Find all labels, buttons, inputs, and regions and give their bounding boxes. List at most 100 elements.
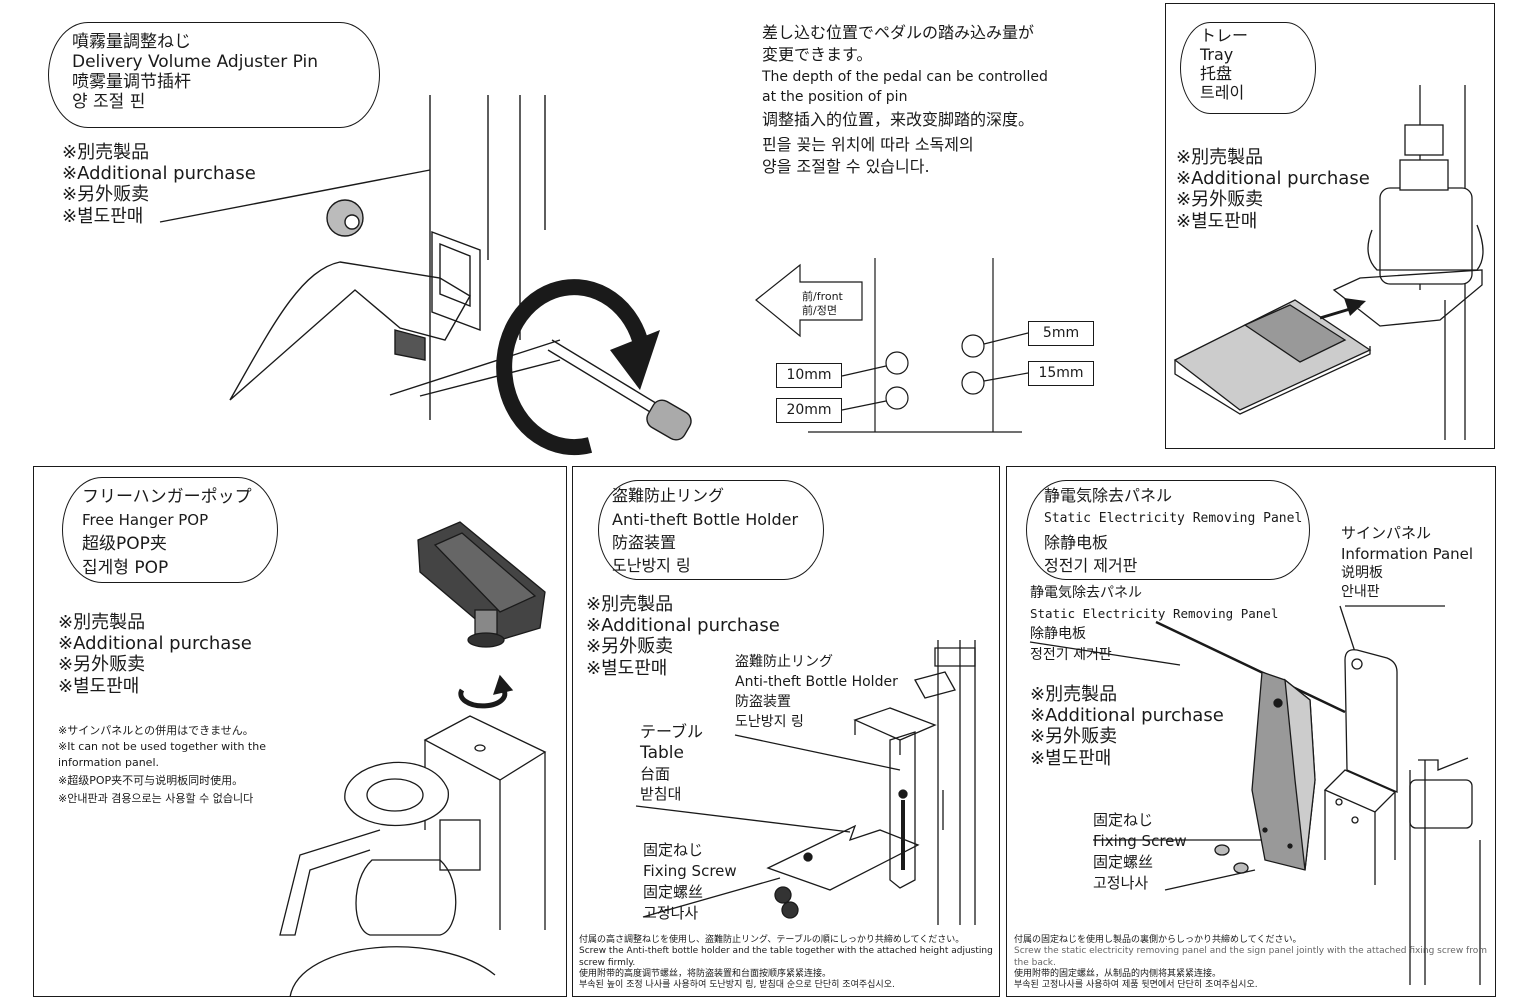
depth-desc-ja-2: 変更できます。 xyxy=(762,45,873,64)
holder-label-en: Anti-theft Bottle Holder xyxy=(735,674,898,690)
depth-desc-ko-2: 양을 조절할 수 있습니다. xyxy=(762,157,930,176)
hanger-illustration xyxy=(279,521,547,998)
sign-label-ko: 안내판 xyxy=(1341,584,1380,600)
front-label-2: 前/정면 xyxy=(802,304,837,317)
front-label-1: 前/front xyxy=(802,290,843,303)
depth-diagram xyxy=(755,258,1029,433)
antitheft-footer-ja: 付属の高さ調整ねじを使用し、盗難防止リング、テーブルの順にしっかり共締めしてくだ… xyxy=(579,935,965,945)
static-title: 静電気除去パネル Static Electricity Removing Pan… xyxy=(1044,484,1302,577)
depth-desc-ja-1: 差し込む位置でペダルの踏み込み量が xyxy=(762,23,1035,42)
screw-label-ko: 고정나사 xyxy=(1093,874,1149,892)
tray-title-zh: 托盘 xyxy=(1200,63,1233,83)
tray-purchase-note: ※別売製品 ※Additional purchase ※另外贩卖 ※별도판매 xyxy=(1176,147,1370,232)
panel-label-en: Static Electricity Removing Panel xyxy=(1030,606,1279,621)
antitheft-footer-ko: 부속된 높이 조정 나사를 사용하여 도난방지 링, 받침대 순으로 단단히 조… xyxy=(579,980,895,990)
purchase-line-ja: ※別売製品 xyxy=(62,142,150,163)
holder-label-zh: 防盗装置 xyxy=(735,694,791,710)
antitheft-footer-zh: 使用附带的高度调节螺丝，将防盗装置和台面按顺序紧紧连接。 xyxy=(579,968,832,979)
screw-label-ja: 固定ねじ xyxy=(1093,811,1154,829)
pedal-title-ko: 양 조절 핀 xyxy=(72,92,146,113)
hanger-title-en: Free Hanger POP xyxy=(82,511,209,529)
antitheft-footer: 付属の高さ調整ねじを使用し、盗難防止リング、テーブルの順にしっかり共締めしてくだ… xyxy=(579,935,997,991)
antitheft-illustration xyxy=(635,640,976,925)
purchase-line-zh: ※另外贩卖 xyxy=(58,654,146,676)
hanger-note-en-1: ※It can not be used together with the xyxy=(58,740,266,753)
tray-illustration xyxy=(1173,85,1484,440)
purchase-line-ko: ※별도판매 xyxy=(586,657,668,679)
static-title-ja: 静電気除去パネル xyxy=(1044,486,1173,505)
static-title-en: Static Electricity Removing Panel xyxy=(1044,511,1303,526)
static-screw-label: 固定ねじ Fixing Screw 固定螺丝 고정나사 xyxy=(1093,810,1187,894)
purchase-line-ko: ※별도판매 xyxy=(1176,210,1258,232)
static-footer-ko: 부속된 고정나사를 사용하여 제품 뒷면에서 단단히 조여주십시오. xyxy=(1014,980,1258,990)
hanger-purchase-note: ※別売製品 ※Additional purchase ※另外贩卖 ※별도판매 xyxy=(58,612,252,697)
purchase-line-en: ※Additional purchase xyxy=(586,615,780,637)
screw-label-zh: 固定螺丝 xyxy=(1093,853,1154,871)
pedal-illustration xyxy=(159,95,692,456)
depth-desc-en-1: The depth of the pedal can be controlled xyxy=(762,69,1048,85)
sign-label-ja: サインパネル xyxy=(1341,524,1432,542)
antitheft-title-frame xyxy=(598,480,824,580)
tray-title-en: Tray xyxy=(1200,44,1234,64)
hanger-note-zh: ※超级POP夹不可与说明板同时使用。 xyxy=(58,774,244,787)
sign-label-zh: 说明板 xyxy=(1341,565,1383,581)
static-illustration xyxy=(1029,605,1481,985)
purchase-line-zh: ※另外贩卖 xyxy=(1030,726,1118,748)
pedal-title-en: Delivery Volume Adjuster Pin xyxy=(72,52,318,73)
screw-label-zh: 固定螺丝 xyxy=(643,883,704,901)
antitheft-title-en: Anti-theft Bottle Holder xyxy=(612,510,799,529)
tray-title-frame xyxy=(1180,22,1316,114)
antitheft-screw-label: 固定ねじ Fixing Screw 固定螺丝 고정나사 xyxy=(643,840,737,924)
pedal-title-zh: 喷雾量调节插杆 xyxy=(72,72,191,93)
purchase-line-ko: ※별도판매 xyxy=(62,205,144,227)
purchase-line-ja: ※別売製品 xyxy=(1030,684,1118,705)
pedal-title-ja: 噴霧量調整ねじ xyxy=(72,32,191,52)
purchase-line-ko: ※별도판매 xyxy=(1030,747,1112,769)
antitheft-title-ko: 도난방지 링 xyxy=(612,556,691,575)
tray-title: トレー Tray 托盘 트레이 xyxy=(1200,26,1249,103)
purchase-line-en: ※Additional purchase xyxy=(58,633,252,655)
table-label-zh: 台面 xyxy=(640,765,671,783)
antitheft-footer-en: Screw the Anti-theft bottle holder and t… xyxy=(579,946,993,968)
purchase-line-ja: ※別売製品 xyxy=(586,594,674,615)
antitheft-title: 盗難防止リング Anti-theft Bottle Holder 防盗装置 도난… xyxy=(612,484,798,577)
purchase-line-zh: ※另外贩卖 xyxy=(62,184,150,206)
table-label: テーブル Table 台面 받침대 xyxy=(640,722,703,804)
table-label-en: Table xyxy=(640,743,684,763)
purchase-line-ja: ※別売製品 xyxy=(58,612,146,633)
sign-panel-label: サインパネル Information Panel 说明板 안내판 xyxy=(1341,522,1473,602)
pedal-title-frame xyxy=(48,22,380,128)
panel-label-zh: 除静电板 xyxy=(1030,626,1086,642)
tray-title-ko: 트레이 xyxy=(1200,82,1245,102)
tray-title-ja: トレー xyxy=(1200,26,1249,45)
static-footer-ja: 付属の固定ねじを使用し製品の裏側からしっかり共締めしてください。 xyxy=(1014,935,1302,945)
hanger-title-ja: フリーハンガーポップ xyxy=(82,487,252,507)
depth-label-15mm: 15mm xyxy=(1028,361,1094,386)
depth-label-10mm: 10mm xyxy=(776,363,842,388)
screw-label-en: Fixing Screw xyxy=(643,862,737,880)
holder-label-ko: 도난방지 링 xyxy=(735,714,804,730)
hanger-note-ja: ※サインパネルとの併用はできません。 xyxy=(58,724,254,737)
panel-label-ja: 静電気除去パネル xyxy=(1030,585,1142,601)
static-footer-zh: 使用附带的固定螺丝，从制品的内侧将其紧紧连接。 xyxy=(1014,968,1222,979)
static-footer: 付属の固定ねじを使用し製品の裏側からしっかり共締めしてください。 Screw t… xyxy=(1014,935,1492,991)
hanger-note-en-2: information panel. xyxy=(58,756,159,769)
hanger-notes: ※サインパネルとの併用はできません。 ※It can not be used t… xyxy=(58,722,266,807)
pedal-purchase-note: ※別売製品 ※Additional purchase ※另外贩卖 ※별도판매 xyxy=(62,142,256,227)
depth-desc-ko-1: 핀을 꽂는 위치에 따라 소독제의 xyxy=(762,135,974,154)
purchase-line-zh: ※另外贩卖 xyxy=(1176,189,1264,211)
table-label-ja: テーブル xyxy=(640,722,704,741)
hanger-title-frame xyxy=(62,477,278,583)
hanger-title-ko: 집게형 POP xyxy=(82,558,169,578)
purchase-line-en: ※Additional purchase xyxy=(1030,705,1224,727)
depth-label-5mm: 5mm xyxy=(1028,321,1094,346)
antitheft-holder-label: 盗難防止リング Anti-theft Bottle Holder 防盗装置 도난… xyxy=(735,652,898,732)
antitheft-panel xyxy=(572,466,1000,997)
table-label-ko: 받침대 xyxy=(640,785,682,803)
purchase-line-ko: ※별도판매 xyxy=(58,675,140,697)
front-label: 前/front 前/정면 xyxy=(802,290,843,318)
depth-description: 差し込む位置でペダルの踏み込み量が 変更できます。 The depth of t… xyxy=(762,22,1048,177)
screw-label-ko: 고정나사 xyxy=(643,904,699,922)
hanger-title: フリーハンガーポップ Free Hanger POP 超级POP夹 집게형 PO… xyxy=(82,485,252,580)
static-title-frame xyxy=(1026,480,1310,580)
